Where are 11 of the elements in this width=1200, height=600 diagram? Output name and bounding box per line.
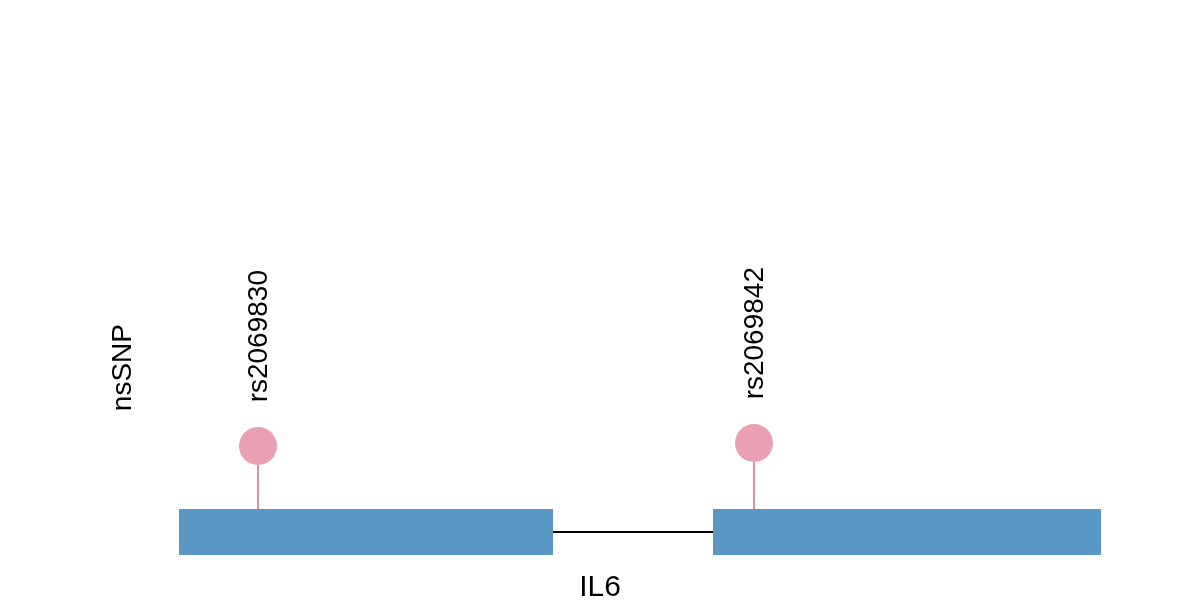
track-label: nsSNP [108, 324, 136, 412]
snp-marker-circle [735, 424, 773, 462]
snp-id-label: rs2069830 [244, 269, 272, 402]
exon-bar [713, 509, 1101, 555]
snp-marker-circle [239, 427, 277, 465]
snp-stem-line [753, 461, 755, 510]
gene-name-label: IL6 [579, 571, 621, 600]
snp-stem-line [257, 464, 259, 510]
intron-line [552, 531, 714, 533]
exon-bar [179, 509, 553, 555]
snp-id-label: rs2069842 [740, 266, 768, 399]
